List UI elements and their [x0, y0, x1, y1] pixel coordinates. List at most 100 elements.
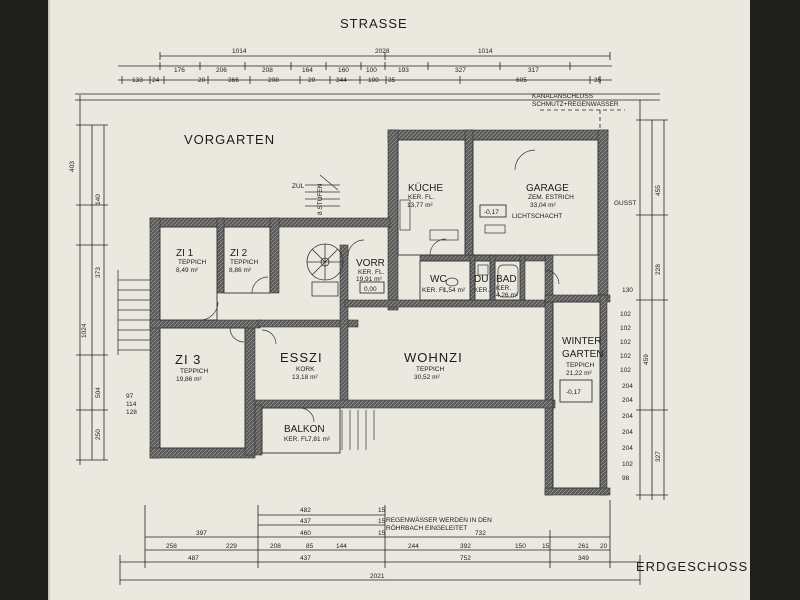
light-shaft-label: LICHTSCHACHT	[512, 213, 562, 220]
dim-bot-r3-1: 460	[300, 530, 311, 537]
dim-bot-r4-3: 85	[306, 543, 314, 550]
bottom-dimension-values: 482 15 437 15 397 460 15 732 258 229 208…	[166, 507, 608, 580]
dim-bot-r4-9: 261	[578, 543, 589, 550]
room-area: 21,22 m²	[566, 370, 592, 377]
room-name-line2: GARTEN	[562, 349, 604, 360]
dim-bot-r4-8: 15	[542, 543, 550, 550]
front-yard-label: VORGARTEN	[184, 132, 275, 147]
room-floor: TEPPICH	[178, 259, 206, 266]
room-name: KÜCHE	[408, 182, 443, 194]
dim-bot-r4-5: 244	[408, 543, 419, 550]
dim-bot-r1-1: 15	[378, 507, 386, 514]
sewer-line	[540, 109, 625, 130]
room-floor: TEPPICH	[566, 362, 594, 369]
room-zi1: ZI 1 TEPPICH 8,49 m²	[176, 248, 206, 274]
dim-top-r2-1: 206	[216, 67, 227, 74]
dim-bot-r4-4: 144	[336, 543, 347, 550]
room-area: 19,86 m²	[176, 376, 202, 383]
room-area: 33,04 m²	[530, 202, 556, 209]
dim-bot-r2-1: 15	[378, 518, 386, 525]
room-du: DU KER.	[474, 274, 489, 294]
dim-left-5: 250	[95, 429, 102, 440]
walls	[149, 129, 611, 496]
dim-top-r1-0: 1014	[232, 48, 247, 55]
room-zi2: ZI 2 TEPPICH 8,86 m²	[229, 248, 258, 274]
dim-right-7: 102	[620, 353, 631, 360]
room-name: ZI 3	[175, 352, 201, 367]
room-wohnzi: WOHNZI TEPPICH 30,52 m²	[404, 350, 463, 381]
dim-top-r3-1: 24	[152, 77, 160, 84]
dim-bot-r3-3: 732	[475, 530, 486, 537]
dim-bot-r4-7: 150	[515, 543, 526, 550]
room-floor: KER. FL.	[284, 436, 311, 443]
room-area: 7,81 m²	[308, 436, 331, 443]
room-floor: KER. FL.	[358, 269, 385, 276]
dim-right-16: 130	[622, 287, 633, 294]
room-floor: KER. FL.	[422, 287, 449, 294]
room-vorr: VORR KER. FL. 19,91 m² 0,00	[356, 258, 385, 293]
dim-right-9: 204	[622, 383, 633, 390]
dim-right-8: 102	[620, 367, 631, 374]
room-floor: ZEM. ESTRICH	[528, 194, 574, 201]
room-area: 8,86 m²	[229, 267, 252, 274]
room-name: DU	[474, 274, 488, 285]
rain-note-1: REGENWÄSSER WERDEN IN DEN	[386, 516, 492, 524]
dim-right-15: 98	[622, 475, 630, 482]
dim-top-r3-6: 344	[336, 77, 347, 84]
right-dimension-lines	[636, 100, 668, 500]
room-area: 13,18 m²	[292, 374, 318, 381]
dim-left-7: 114	[126, 401, 137, 408]
dim-top-r1-1: 2028	[375, 48, 390, 55]
garage-level-mark: -0,17	[484, 209, 499, 216]
misc-labels: -0,17 -0,17 ZUL 8 STUFEN LICHTSCHACHT GU…	[292, 93, 636, 532]
dim-right-12: 204	[622, 429, 633, 436]
dim-top-r2-5: 100	[366, 67, 377, 74]
dim-bot-r4-1: 229	[226, 543, 237, 550]
fixtures	[399, 199, 519, 298]
dim-right-4: 102	[620, 311, 631, 318]
dim-bot-r4-10: 20	[600, 543, 608, 550]
top-dimension-ticks	[121, 52, 611, 84]
room-name: ZI 2	[230, 248, 248, 259]
dim-bot-r5-1: 437	[300, 555, 311, 562]
room-name: ESSZI	[280, 350, 323, 365]
dim-top-r3-5: 20	[308, 77, 316, 84]
room-area: 1,54 m²	[443, 287, 466, 294]
left-dimension-values: 403 140 373 1024 504 250 97 114 128	[69, 161, 137, 440]
room-name: VORR	[356, 258, 385, 269]
room-floor: TEPPICH	[230, 259, 258, 266]
dim-top-r2-3: 164	[302, 67, 313, 74]
room-name: WC	[430, 274, 447, 285]
zul-label: ZUL	[292, 183, 305, 190]
room-floor: KER. FL.	[408, 194, 435, 201]
dim-left-3: 1024	[81, 323, 88, 338]
dim-top-r3-2: 20	[198, 77, 206, 84]
right-dimension-values: 455 228 327 459 102 102 102 102 102 204 …	[620, 185, 662, 482]
wintergarden-level-mark: -0,17	[566, 389, 581, 396]
room-floor: TEPPICH	[180, 368, 208, 375]
room-zi3: ZI 3 TEPPICH 19,86 m²	[175, 352, 208, 383]
rain-note-2: RÖHRBACH EINGELEITET	[386, 524, 467, 532]
dim-right-1: 228	[655, 264, 662, 275]
front-entry-steps	[305, 174, 340, 207]
dim-bot-r5-0: 487	[188, 555, 199, 562]
dim-top-r2-4: 160	[338, 67, 349, 74]
dim-left-1: 140	[95, 194, 102, 205]
top-dimension-values: 1014 2028 1014 176 206 208 164 160 100 1…	[132, 48, 602, 84]
dim-top-r2-6: 193	[398, 67, 409, 74]
dim-right-6: 102	[620, 339, 631, 346]
spiral-stair	[306, 243, 344, 297]
dim-top-r3-7: 100	[368, 77, 379, 84]
room-name: WOHNZI	[404, 350, 463, 365]
dim-left-4: 504	[95, 387, 102, 398]
dim-top-r3-8: 35	[388, 77, 396, 84]
dim-right-3: 459	[643, 354, 650, 365]
dim-left-8: 128	[126, 409, 137, 416]
stairs-count-label: 8 STUFEN	[317, 183, 324, 215]
dim-top-r2-7: 327	[455, 67, 466, 74]
sewer-note-1: KANALANSCHLUSS	[532, 93, 594, 100]
dim-right-13: 204	[622, 445, 633, 452]
dim-bot-r4-6: 392	[460, 543, 471, 550]
